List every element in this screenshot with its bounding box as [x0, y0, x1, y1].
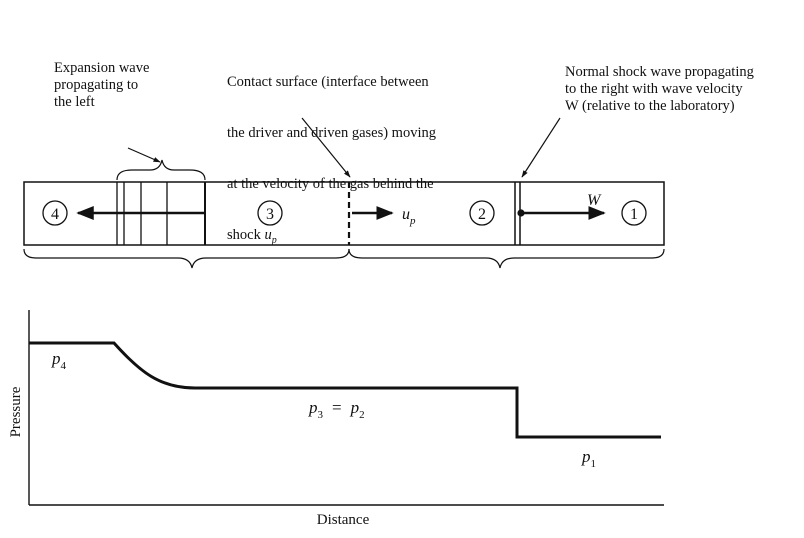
up-label-sub: p [409, 215, 416, 227]
contact-annotation-u-var: u [264, 227, 272, 243]
p1-var: p [581, 447, 591, 466]
expansion-wave-annotation: Expansion wave propagating to the left [54, 60, 150, 110]
driver-section-brace [23, 248, 350, 269]
pressure-plot: Pressure Distance p4 p3=p2 p1 [8, 310, 664, 528]
p3-equals-p2-label: p3=p2 [308, 398, 365, 421]
p3-sub: 3 [318, 409, 324, 421]
p2-var: p [350, 398, 360, 417]
p3-var: p [308, 398, 318, 417]
region-4-label: 4 [51, 206, 59, 223]
contact-surface-leader [301, 117, 351, 178]
p4-sub: 4 [61, 360, 67, 372]
x-axis-label: Distance [317, 512, 370, 528]
region-3-circle [257, 200, 283, 226]
y-axis-label: Pressure [8, 386, 24, 437]
p1-sub: 1 [591, 458, 597, 470]
contact-annotation-line-3: at the velocity of the gas behind the [227, 176, 434, 192]
up-label: up [402, 206, 416, 227]
normal-shock-leader [521, 117, 561, 178]
contact-annotation-shock-word: shock [227, 227, 265, 243]
shock-tube: 4 3 2 1 up W [23, 181, 665, 246]
contact-annotation-line-1: Contact surface (interface between [227, 74, 429, 90]
p4-var: p [51, 349, 61, 368]
region-2-label: 2 [478, 206, 486, 223]
up-label-var: u [402, 206, 410, 223]
expansion-wave-bracket [116, 159, 206, 181]
p2-sub: 2 [359, 409, 365, 421]
expansion-wave-leader [127, 147, 161, 163]
equals-sign: = [332, 398, 342, 417]
region-1-label: 1 [630, 206, 638, 223]
tube-outline [23, 181, 665, 246]
driven-section-brace [348, 248, 665, 269]
contact-annotation-line-4: shock up [227, 227, 436, 249]
region-2-circle [469, 200, 495, 226]
contact-annotation-p-sub: p [271, 234, 277, 246]
pressure-curve [29, 341, 661, 439]
normal-shock-annotation: Normal shock wave propagating to the rig… [565, 64, 754, 114]
w-label: W [587, 192, 602, 209]
region-3-label: 3 [266, 206, 274, 223]
contact-surface-annotation: Contact surface (interface between the d… [227, 40, 436, 266]
contact-annotation-line-2: the driver and driven gases) moving [227, 125, 436, 141]
p4-label: p4 [51, 349, 67, 372]
p1-label: p1 [581, 447, 596, 470]
region-1-circle [621, 200, 647, 226]
region-4-circle [42, 200, 68, 226]
